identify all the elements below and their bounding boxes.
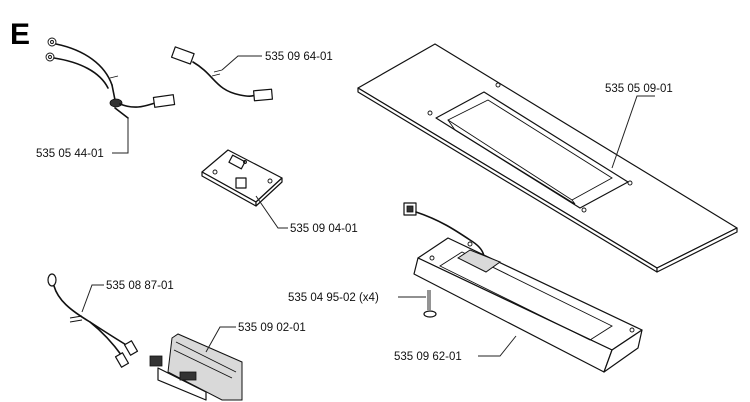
label-535-09-64-01: 535 09 64-01 xyxy=(265,51,333,63)
label-535-08-87-01: 535 08 87-01 xyxy=(106,280,174,292)
wire-harness-535-09-64-01 xyxy=(170,46,274,102)
label-535-09-62-01: 535 09 62-01 xyxy=(394,351,462,363)
pcb-board-535-09-04-01 xyxy=(201,149,283,207)
cover-plate-535-05-09-01 xyxy=(357,43,738,273)
label-535-05-09-01: 535 05 09-01 xyxy=(605,83,673,95)
leader-pcb xyxy=(255,195,288,229)
screw-535-04-95-02 xyxy=(423,290,437,318)
label-535-05-44-01: 535 05 44-01 xyxy=(36,148,104,160)
label-535-09-02-01: 535 09 02-01 xyxy=(238,322,306,334)
leader-harness-44 xyxy=(112,118,129,154)
heating-pad-535-09-62-01 xyxy=(403,202,643,373)
section-letter: E xyxy=(10,18,30,51)
leader-bracket xyxy=(205,326,236,353)
wire-harness-535-05-44-01 xyxy=(45,37,176,119)
bracket-535-09-02-01 xyxy=(149,333,243,401)
leader-harness-64 xyxy=(221,55,262,71)
wire-harness-535-08-87-01 xyxy=(47,273,139,368)
label-535-09-04-01: 535 09 04-01 xyxy=(290,223,358,235)
leader-harness-87 xyxy=(81,284,104,313)
leader-cover xyxy=(611,95,655,169)
label-535-04-95-02: 535 04 95-02 (x4) xyxy=(288,292,379,304)
leader-heating-pad xyxy=(478,335,517,357)
